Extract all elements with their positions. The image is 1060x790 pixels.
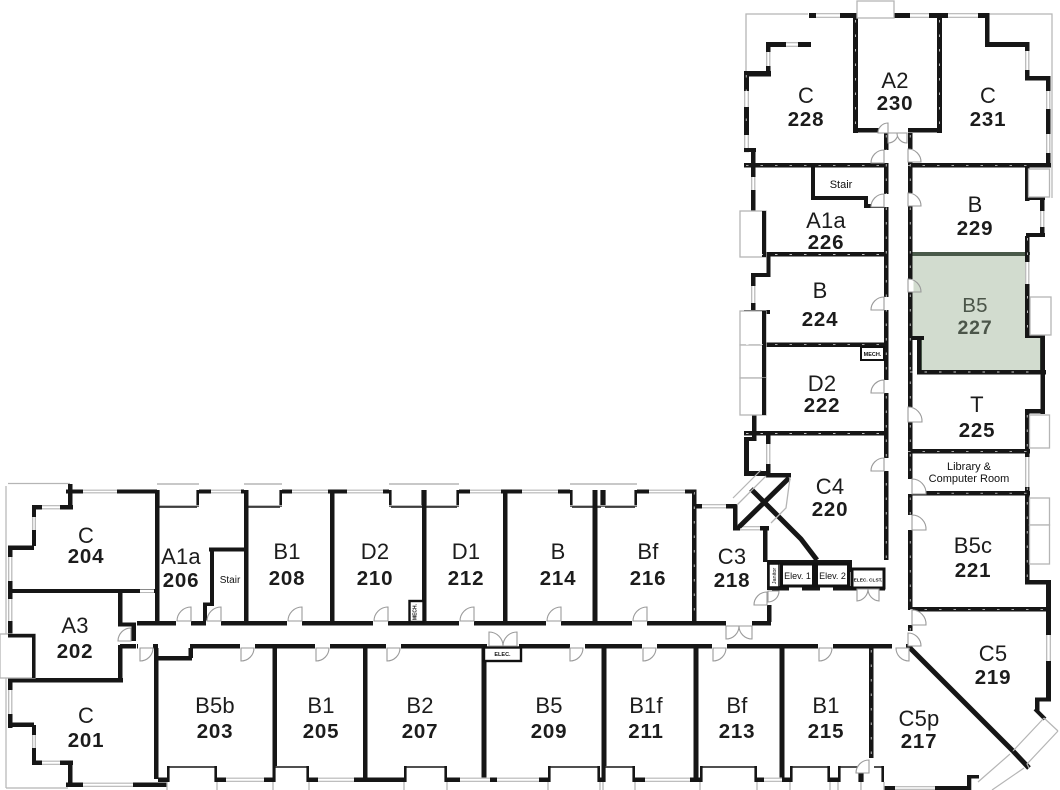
svg-text:218: 218	[714, 569, 751, 592]
svg-text:D2: D2	[361, 539, 390, 564]
svg-text:207: 207	[402, 720, 439, 743]
svg-text:MECH.: MECH.	[864, 352, 882, 358]
svg-text:B: B	[813, 278, 828, 303]
svg-text:A1a: A1a	[806, 208, 846, 233]
svg-text:Library &: Library &	[947, 461, 992, 473]
svg-text:C5: C5	[979, 641, 1008, 666]
svg-text:Stair: Stair	[220, 575, 241, 586]
svg-text:209: 209	[531, 720, 568, 743]
svg-text:219: 219	[975, 666, 1012, 689]
svg-text:Bf: Bf	[637, 539, 659, 564]
svg-text:Elev. 2: Elev. 2	[819, 571, 846, 581]
svg-text:B1: B1	[307, 693, 334, 718]
svg-text:A2: A2	[881, 68, 908, 93]
svg-text:B1: B1	[273, 539, 300, 564]
svg-text:204: 204	[68, 545, 105, 568]
svg-text:Bf: Bf	[726, 693, 748, 718]
svg-text:MECH.: MECH.	[413, 603, 419, 620]
svg-text:225: 225	[959, 419, 996, 442]
svg-text:226: 226	[808, 231, 845, 254]
svg-text:230: 230	[877, 92, 914, 115]
svg-text:203: 203	[197, 720, 234, 743]
svg-text:C5p: C5p	[899, 706, 940, 731]
svg-text:C3: C3	[718, 544, 747, 569]
svg-text:B5: B5	[962, 294, 987, 317]
svg-text:T: T	[970, 392, 984, 417]
svg-text:216: 216	[630, 567, 667, 590]
svg-text:214: 214	[540, 567, 577, 590]
svg-text:B: B	[551, 539, 566, 564]
svg-text:228: 228	[788, 108, 825, 131]
svg-text:205: 205	[303, 720, 340, 743]
svg-text:C: C	[78, 523, 94, 548]
svg-text:201: 201	[68, 729, 105, 752]
svg-text:210: 210	[357, 567, 394, 590]
svg-text:C: C	[78, 703, 94, 728]
svg-text:221: 221	[955, 559, 992, 582]
svg-text:Stair: Stair	[830, 179, 853, 191]
svg-text:217: 217	[901, 730, 938, 753]
svg-text:206: 206	[163, 569, 200, 592]
svg-text:227: 227	[958, 317, 993, 339]
svg-text:229: 229	[957, 217, 994, 240]
svg-text:202: 202	[57, 640, 94, 663]
svg-text:B5: B5	[535, 693, 562, 718]
svg-text:C4: C4	[816, 474, 845, 499]
svg-text:D2: D2	[808, 371, 837, 396]
svg-text:215: 215	[808, 720, 845, 743]
svg-text:B5c: B5c	[954, 533, 993, 558]
svg-text:A3: A3	[61, 613, 88, 638]
svg-text:211: 211	[628, 720, 663, 743]
svg-text:ELEC. CLST.: ELEC. CLST.	[854, 578, 883, 584]
svg-text:231: 231	[970, 108, 1007, 131]
svg-text:B1f: B1f	[629, 693, 663, 718]
svg-text:B5b: B5b	[195, 693, 235, 718]
svg-text:C: C	[980, 83, 996, 108]
svg-text:B2: B2	[406, 693, 433, 718]
svg-text:212: 212	[448, 567, 485, 590]
svg-text:ELEC.: ELEC.	[494, 652, 511, 658]
svg-text:Janitor: Janitor	[772, 568, 778, 585]
svg-text:B1: B1	[812, 693, 839, 718]
svg-text:Elev. 1: Elev. 1	[784, 571, 811, 581]
svg-text:222: 222	[804, 394, 841, 417]
svg-text:208: 208	[269, 567, 306, 590]
svg-text:220: 220	[812, 498, 849, 521]
svg-text:213: 213	[719, 720, 756, 743]
svg-text:A1a: A1a	[161, 544, 201, 569]
svg-text:Computer Room: Computer Room	[929, 473, 1010, 485]
svg-text:D1: D1	[452, 539, 481, 564]
svg-text:C: C	[798, 83, 814, 108]
svg-text:B: B	[968, 192, 983, 217]
svg-text:224: 224	[802, 308, 839, 331]
